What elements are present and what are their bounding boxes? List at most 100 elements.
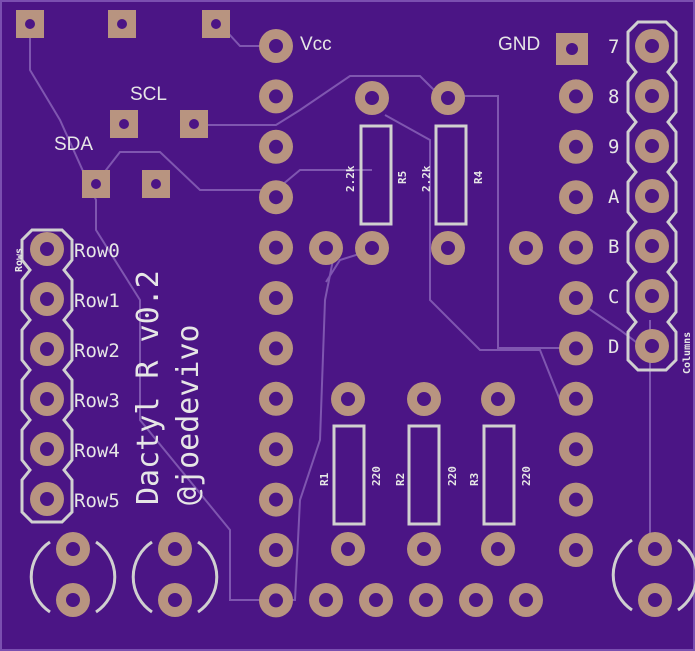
mcu-right-pad: [559, 180, 593, 215]
rows-header-pad: [30, 482, 64, 516]
switch-pad: [638, 583, 672, 617]
mcu-mid-pad: [509, 231, 543, 265]
resistor-r2-body: [407, 424, 441, 526]
resistor-r4-body: [434, 124, 468, 226]
resistor-r5-pad: [355, 231, 389, 265]
board-author: @joedevivo: [171, 324, 206, 505]
column-label: A: [608, 186, 620, 208]
rows-header-label: Rows: [14, 248, 25, 272]
mcu-right-pad: [559, 79, 593, 114]
mcu-left-pad: [259, 432, 293, 467]
row-label: Row5: [74, 490, 120, 512]
header-outlines: [20, 20, 678, 524]
round-pads: [30, 29, 672, 618]
r5-ref: R5: [396, 171, 409, 184]
resistor-r5-pad: [355, 81, 389, 115]
mcu-right-pad: [559, 129, 593, 164]
columns-header-pad: [635, 79, 669, 113]
r4-value: 2.2k: [420, 165, 433, 192]
resistor-pad: [481, 382, 515, 416]
gnd-label: GND: [498, 34, 540, 55]
rows-header-pad: [30, 382, 64, 416]
columns-header-pad: [635, 329, 669, 363]
resistor-bodies: [332, 124, 516, 526]
mcu-left-pad: [259, 583, 293, 618]
mcu-left-pad: [259, 79, 293, 114]
mcu-bottom-pad: [509, 583, 543, 617]
r3-value: 220: [520, 466, 533, 486]
resistor-r5-body: [359, 124, 393, 226]
mcu-left-pad: [259, 180, 293, 215]
column-label: 7: [608, 36, 619, 58]
row-label: Row2: [74, 340, 120, 362]
mcu-bottom-pad: [409, 583, 443, 617]
column-label: D: [608, 336, 619, 358]
mcu-right-pad: [559, 331, 593, 366]
mcu-right-pad: [559, 533, 593, 567]
mcu-left-pad: [259, 331, 293, 366]
switch-pad: [158, 532, 192, 566]
mcu-left-pad: [259, 29, 293, 63]
rows-header-outline: [20, 228, 74, 524]
mcu-left-pad: [259, 482, 293, 517]
mcu-right-pad: [559, 381, 593, 416]
mcu-mid-pad: [309, 231, 343, 265]
mcu-left-pad: [259, 381, 293, 416]
r2-ref: R2: [394, 473, 407, 486]
rows-header-pad: [30, 232, 64, 266]
row-label: Row1: [74, 290, 120, 312]
columns-header-outline: [626, 20, 678, 372]
switch-pad: [158, 583, 192, 617]
resistor-r4-pad: [431, 231, 465, 265]
resistor-pad: [407, 382, 441, 416]
sda-label: SDA: [54, 134, 93, 155]
scl-label: SCL: [130, 84, 167, 105]
resistor-r3-body: [482, 424, 516, 526]
r4-ref: R4: [472, 170, 485, 184]
r1-value: 220: [370, 466, 383, 486]
board-title: Dactyl R v0.2: [131, 270, 166, 505]
columns-header-label: Columns: [682, 332, 693, 374]
mcu-right-pad: [559, 230, 593, 265]
switch-pad: [56, 583, 90, 617]
rows-header-pad: [30, 432, 64, 466]
r3-ref: R3: [468, 473, 481, 486]
mcu-right-pad: [559, 281, 593, 315]
row-label: Row3: [74, 390, 120, 412]
resistor-pad: [407, 532, 441, 566]
column-label: 9: [608, 136, 619, 158]
rows-header-pad: [30, 282, 64, 316]
mcu-left-pad: [259, 230, 293, 265]
r5-value: 2.2k: [344, 165, 357, 192]
mcu-right-pad: [559, 432, 593, 467]
r2-value: 220: [446, 466, 459, 486]
column-label: B: [608, 236, 619, 258]
resistor-pad: [331, 532, 365, 566]
row-label: Row0: [74, 240, 120, 262]
resistor-pad: [331, 382, 365, 416]
resistor-r4-pad: [431, 81, 465, 115]
resistor-pad: [481, 532, 515, 566]
vcc-label: Vcc: [300, 34, 332, 55]
r1-ref: R1: [318, 472, 331, 486]
columns-header-pad: [635, 129, 669, 163]
resistor-r1-body: [332, 424, 366, 526]
rows-header-pad: [30, 332, 64, 366]
columns-header-pad: [635, 179, 669, 213]
mcu-bottom-pad: [359, 583, 393, 617]
row-label: Row4: [74, 440, 120, 462]
switch-pad: [638, 532, 672, 566]
mcu-left-pad: [259, 281, 293, 315]
columns-header-pad: [635, 279, 669, 313]
switch-pad: [56, 532, 90, 566]
columns-header-pad: [635, 229, 669, 263]
columns-header-pad: [635, 29, 669, 63]
mcu-bottom-pad: [459, 583, 493, 617]
mcu-left-pad: [259, 129, 293, 164]
mcu-bottom-pad: [309, 583, 343, 617]
square-pads: [16, 10, 588, 198]
